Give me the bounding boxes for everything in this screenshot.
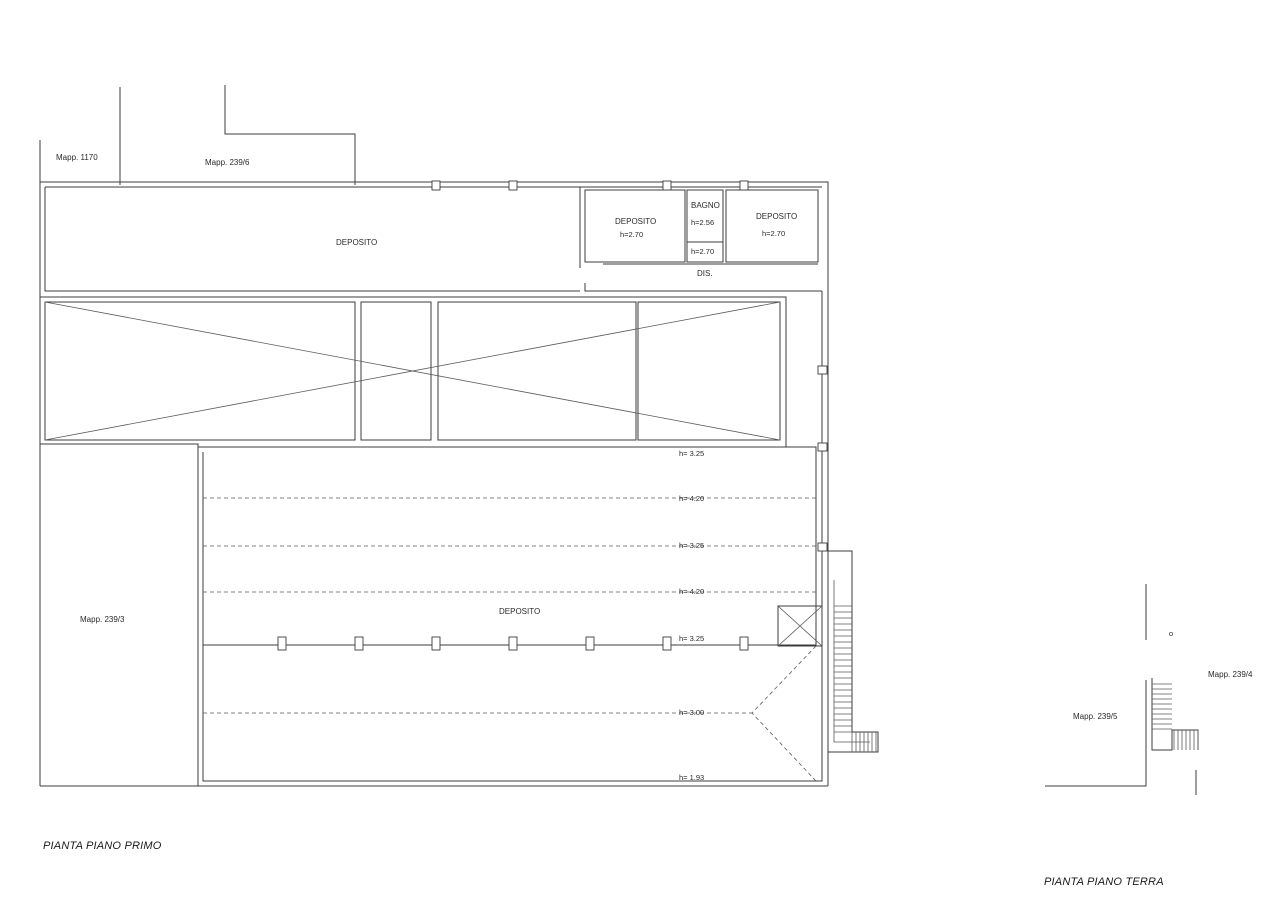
height-label: h= 4.20 <box>679 494 704 503</box>
pillar <box>817 542 828 552</box>
pillar <box>431 180 441 191</box>
height-label: h= 3.25 <box>679 541 704 550</box>
pillar <box>739 180 749 191</box>
pillars <box>277 180 828 651</box>
neighbour-parcels <box>39 85 356 787</box>
room-deposito-small-right <box>725 189 819 263</box>
pillar <box>585 636 595 651</box>
room-height-anti: h=2.70 <box>691 247 714 256</box>
void-3 <box>437 301 637 441</box>
void-band-outer <box>40 296 787 447</box>
stair-inner <box>833 580 870 743</box>
room-label-deposito-right: DEPOSITO <box>756 212 797 221</box>
room-bagno <box>686 189 724 243</box>
height-label: h= 4.20 <box>679 587 704 596</box>
labels: Mapp. 1170 Mapp. 239/6 Mapp. 239/3 Mapp.… <box>56 153 1253 782</box>
room-height-deposito-left: h=2.70 <box>620 230 643 239</box>
pillar <box>508 180 518 191</box>
pillar <box>817 442 828 452</box>
stair-outline <box>828 550 879 753</box>
partition-b <box>584 283 822 292</box>
room-label-deposito-north: DEPOSITO <box>336 238 377 247</box>
void-4 <box>637 301 781 441</box>
void-1 <box>44 301 356 441</box>
caption-ground-floor: PIANTA PIANO TERRA <box>1044 876 1164 888</box>
parcel-label-239-4: Mapp. 239/4 <box>1208 670 1253 679</box>
hall-inner-wall <box>202 452 823 782</box>
room-label-dis: DIS. <box>697 269 713 278</box>
building-walls <box>40 181 829 787</box>
room-label-deposito-main: DEPOSITO <box>499 607 540 616</box>
void-cross-2 <box>44 301 781 441</box>
height-label: h= 3.00 <box>679 708 704 717</box>
parcel-label-239-6: Mapp. 239/6 <box>205 158 250 167</box>
height-label: h= 1.93 <box>679 773 704 782</box>
stair-void <box>777 605 823 647</box>
void-2 <box>360 301 432 441</box>
parcel-label-1170: Mapp. 1170 <box>56 153 98 162</box>
stair-void-cross-2 <box>777 605 823 647</box>
room-label-deposito-left: DEPOSITO <box>615 217 656 226</box>
gf-stair-treads <box>1152 683 1199 750</box>
pillar <box>739 636 749 651</box>
pillar <box>508 636 518 651</box>
parcel-boundary-239-6 <box>224 85 356 185</box>
dash-hip <box>751 645 817 782</box>
pillar <box>431 636 441 651</box>
parcel-label-239-3: Mapp. 239/3 <box>80 615 125 624</box>
outer-wall-north <box>40 181 829 290</box>
room-height-deposito-right: h=2.70 <box>762 229 785 238</box>
hall-north-wall <box>198 446 817 646</box>
gf-point-marker <box>1169 632 1174 637</box>
height-label: h= 3.25 <box>679 449 704 458</box>
external-stair <box>828 550 879 753</box>
ground-floor-plan <box>1045 584 1199 795</box>
pillar <box>277 636 287 651</box>
pillar <box>817 365 828 375</box>
room-label-bagno: BAGNO <box>691 201 720 210</box>
room-height-bagno: h=2.56 <box>691 218 714 227</box>
pillar <box>354 636 364 651</box>
pillar <box>662 636 672 651</box>
stair-treads <box>834 605 877 752</box>
parcel-label-239-5: Mapp. 239/5 <box>1073 712 1118 721</box>
caption-first-floor: PIANTA PIANO PRIMO <box>43 840 162 852</box>
room-anti <box>686 241 724 263</box>
parcel-boundary-239-3 <box>40 443 199 787</box>
gf-wall-west <box>1045 680 1147 787</box>
height-label: h= 3.25 <box>679 634 704 643</box>
room-deposito-small-left <box>584 189 686 263</box>
deposito-north-wall <box>44 187 580 292</box>
pillar <box>662 180 672 191</box>
